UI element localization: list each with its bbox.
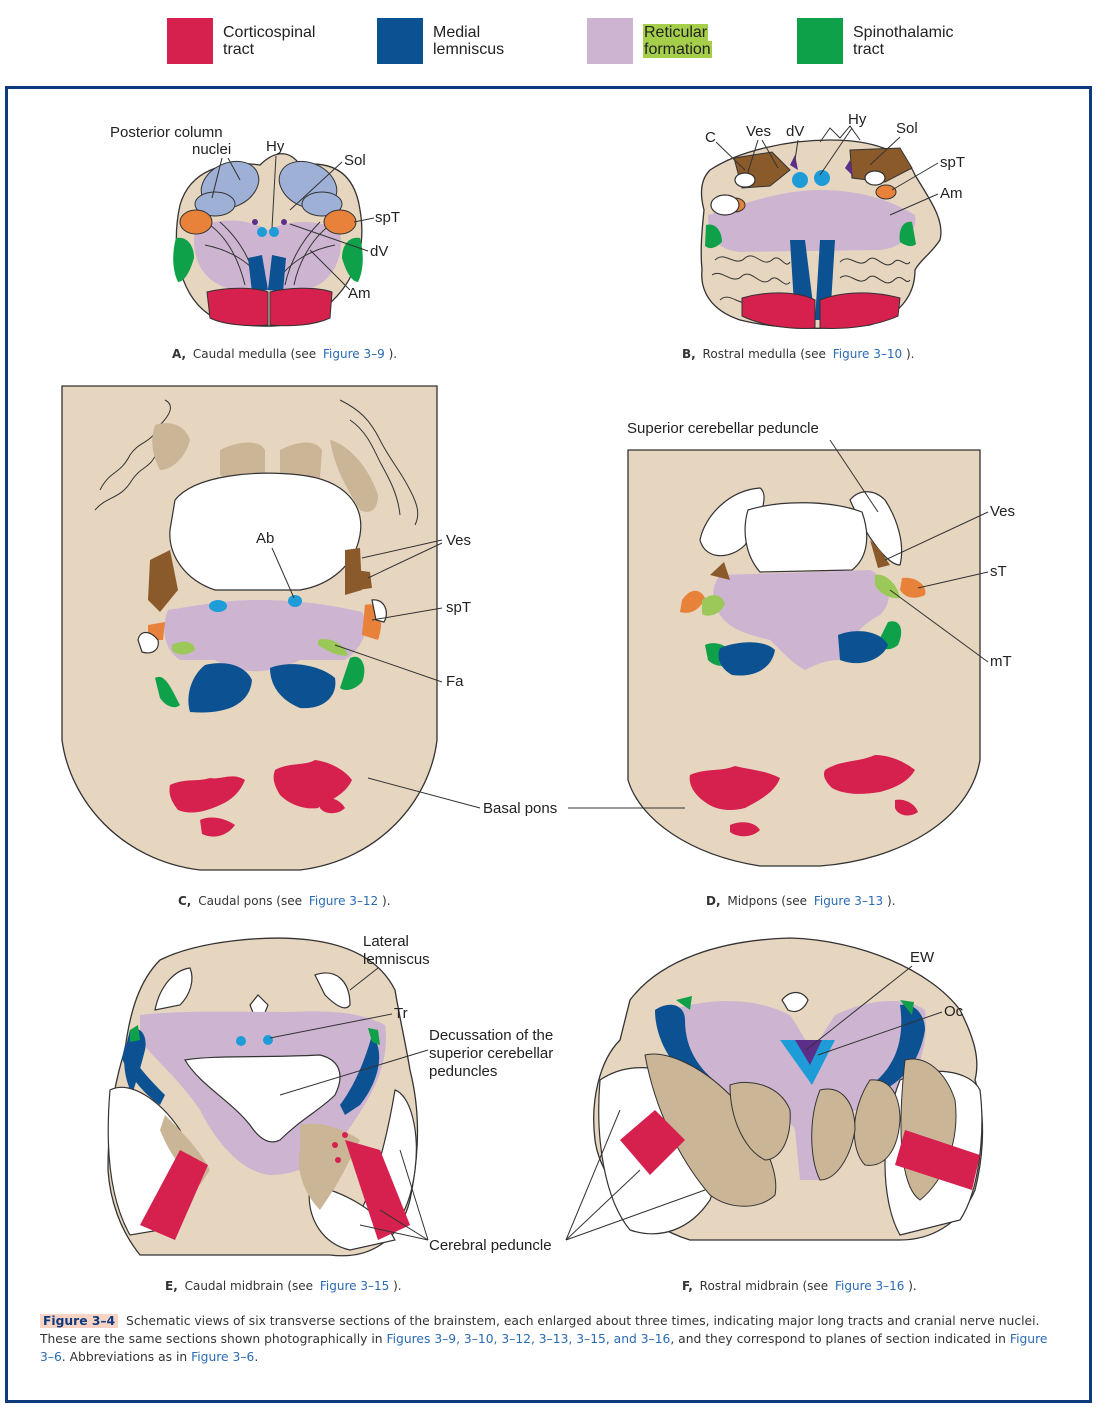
label-a-hy: Hy: [266, 138, 285, 155]
caption-b-link[interactable]: Figure 3–10: [833, 347, 902, 361]
label-c-ves: Ves: [446, 532, 471, 549]
legend-label-corticospinal-1: Corticospinal: [223, 24, 316, 41]
label-a-am: Am: [348, 285, 371, 302]
svg-text:C, Caudal pons (see: C, Caudal pons (see Figure 3–12 ).: [178, 894, 391, 908]
label-a-sol: Sol: [344, 152, 366, 169]
label-a-dv: dV: [370, 243, 388, 260]
label-b-hy: Hy: [848, 111, 867, 128]
legend-swatch-spinothalamic: [797, 18, 843, 64]
panel-c: Ab Ves spT Fa C, Caudal pons (see Figure…: [61, 385, 481, 908]
label-e-tr: Tr: [394, 1005, 408, 1022]
caption-a-letter: A,: [172, 347, 186, 361]
svg-text:A, Caudal medulla (see: A, Caudal medulla (see Figure 3–9 ).: [172, 347, 397, 361]
label-e-lat-lem-1: Lateral: [363, 933, 409, 950]
legend-label-corticospinal-2: tract: [223, 41, 255, 58]
figure-frame: [5, 86, 1092, 1403]
figure-caption-text-2: , and they correspond to planes of secti…: [670, 1332, 1006, 1346]
panel-a: Posterior column nuclei Hy Sol spT dV Am…: [110, 124, 400, 361]
legend-swatch-corticospinal: [167, 18, 213, 64]
caption-e-text: Caudal midbrain (see: [185, 1279, 313, 1293]
legend-label-spinothalamic-2: tract: [853, 41, 885, 58]
caption-c-end: ).: [382, 894, 391, 908]
label-d-st: sT: [990, 563, 1007, 580]
legend-swatch-medial-lemniscus: [377, 18, 423, 64]
label-b-spt: spT: [940, 154, 965, 171]
caption-d-letter: D,: [706, 894, 721, 908]
caption-e-link[interactable]: Figure 3–15: [320, 1279, 389, 1293]
caption-c-link[interactable]: Figure 3–12: [309, 894, 378, 908]
label-b-sol: Sol: [896, 120, 918, 137]
label-e-lat-lem-2: lemniscus: [363, 951, 430, 968]
label-c-spt: spT: [446, 599, 471, 616]
figure-number: Figure 3–4: [40, 1314, 119, 1328]
caption-f-end: ).: [908, 1279, 917, 1293]
label-c-fa: Fa: [446, 673, 464, 690]
legend-label-reticular-1: Reticular: [643, 24, 709, 41]
caption-f-link[interactable]: Figure 3–16: [835, 1279, 904, 1293]
legend: Corticospinal tract Medial lemniscus Ret…: [0, 14, 1114, 74]
label-b-am: Am: [940, 185, 963, 202]
svg-text:B, Rostral medulla (see: B, Rostral medulla (see Figure 3–10 ).: [682, 347, 914, 361]
legend-label-medial-lemniscus-1: Medial: [433, 24, 481, 41]
legend-label-reticular-2: formation: [643, 41, 712, 58]
legend-label-medial-lemniscus-2: lemniscus: [433, 41, 505, 58]
label-f-oc: Oc: [944, 1003, 964, 1020]
caption-b-letter: B,: [682, 347, 696, 361]
figure-caption-link-3[interactable]: Figure 3–6: [191, 1350, 255, 1364]
caption-f-text: Rostral midbrain (see: [700, 1279, 829, 1293]
figure-caption: Figure 3–4 Schematic views of six transv…: [40, 1312, 1060, 1366]
label-f-ew: EW: [910, 949, 935, 966]
caption-b-text: Rostral medulla (see: [703, 347, 826, 361]
svg-text:E, Caudal midbrain (see: E, Caudal midbrain (see Figure 3–15 ).: [165, 1279, 402, 1293]
figure-caption-text-4: .: [254, 1350, 259, 1364]
label-a-posterior-column: Posterior column: [110, 124, 223, 141]
panel-f: EW Oc Cerebral peduncle F, Rostral midbr…: [429, 937, 984, 1293]
panel-d: Superior cerebellar peduncle Ves sT mT B…: [483, 420, 1015, 908]
label-c-ab: Ab: [256, 530, 274, 547]
legend-label-spinothalamic-1: Spinothalamic: [853, 24, 954, 41]
label-b-c: C: [705, 129, 716, 146]
caption-f-letter: F,: [682, 1279, 693, 1293]
panel-b: C Ves dV Hy Sol spT Am B, Rostral medull…: [682, 111, 965, 361]
legend-swatch-reticular: [587, 18, 633, 64]
label-b-ves: Ves: [746, 123, 771, 140]
figure-caption-link-1[interactable]: Figures 3–9, 3–10, 3–12, 3–13, 3–15, and…: [386, 1332, 671, 1346]
figure-caption-text-3: . Abbreviations as in: [61, 1350, 188, 1364]
label-basal-pons: Basal pons: [483, 800, 557, 817]
caption-c-letter: C,: [178, 894, 191, 908]
figure-caption-text-1: Schematic views of six transverse sectio…: [40, 1314, 1040, 1346]
label-d-mt: mT: [990, 653, 1012, 670]
caption-e-end: ).: [393, 1279, 402, 1293]
label-e-dec-3: peduncles: [429, 1063, 497, 1080]
caption-d-text: Midpons (see: [727, 894, 807, 908]
panel-e: Lateral lemniscus Tr Decussation of the …: [107, 933, 553, 1293]
caption-a-end: ).: [389, 347, 398, 361]
label-a-spt: spT: [375, 209, 400, 226]
caption-c-text: Caudal pons (see: [198, 894, 302, 908]
svg-text:F, Rostral midbrain (see: F, Rostral midbrain (see Figure 3–16 ).: [682, 1279, 917, 1293]
caption-e-letter: E,: [165, 1279, 178, 1293]
caption-b-end: ).: [906, 347, 915, 361]
caption-d-end: ).: [887, 894, 896, 908]
label-a-nuclei: nuclei: [192, 141, 231, 158]
label-d-scp: Superior cerebellar peduncle: [627, 420, 819, 437]
figure-caption-link-2[interactable]: Figure 3–6: [40, 1332, 1048, 1364]
svg-text:D, Midpons (see Fi: D, Midpons (see Figure 3–13 ).: [706, 894, 896, 908]
label-e-dec-1: Decussation of the: [429, 1027, 553, 1044]
label-e-dec-2: superior cerebellar: [429, 1045, 553, 1062]
label-d-ves: Ves: [990, 503, 1015, 520]
label-cerebral-peduncle: Cerebral peduncle: [429, 1237, 552, 1254]
caption-a-link[interactable]: Figure 3–9: [323, 347, 385, 361]
caption-a-text: Caudal medulla (see: [193, 347, 316, 361]
label-b-dv: dV: [786, 123, 804, 140]
caption-d-link[interactable]: Figure 3–13: [814, 894, 883, 908]
